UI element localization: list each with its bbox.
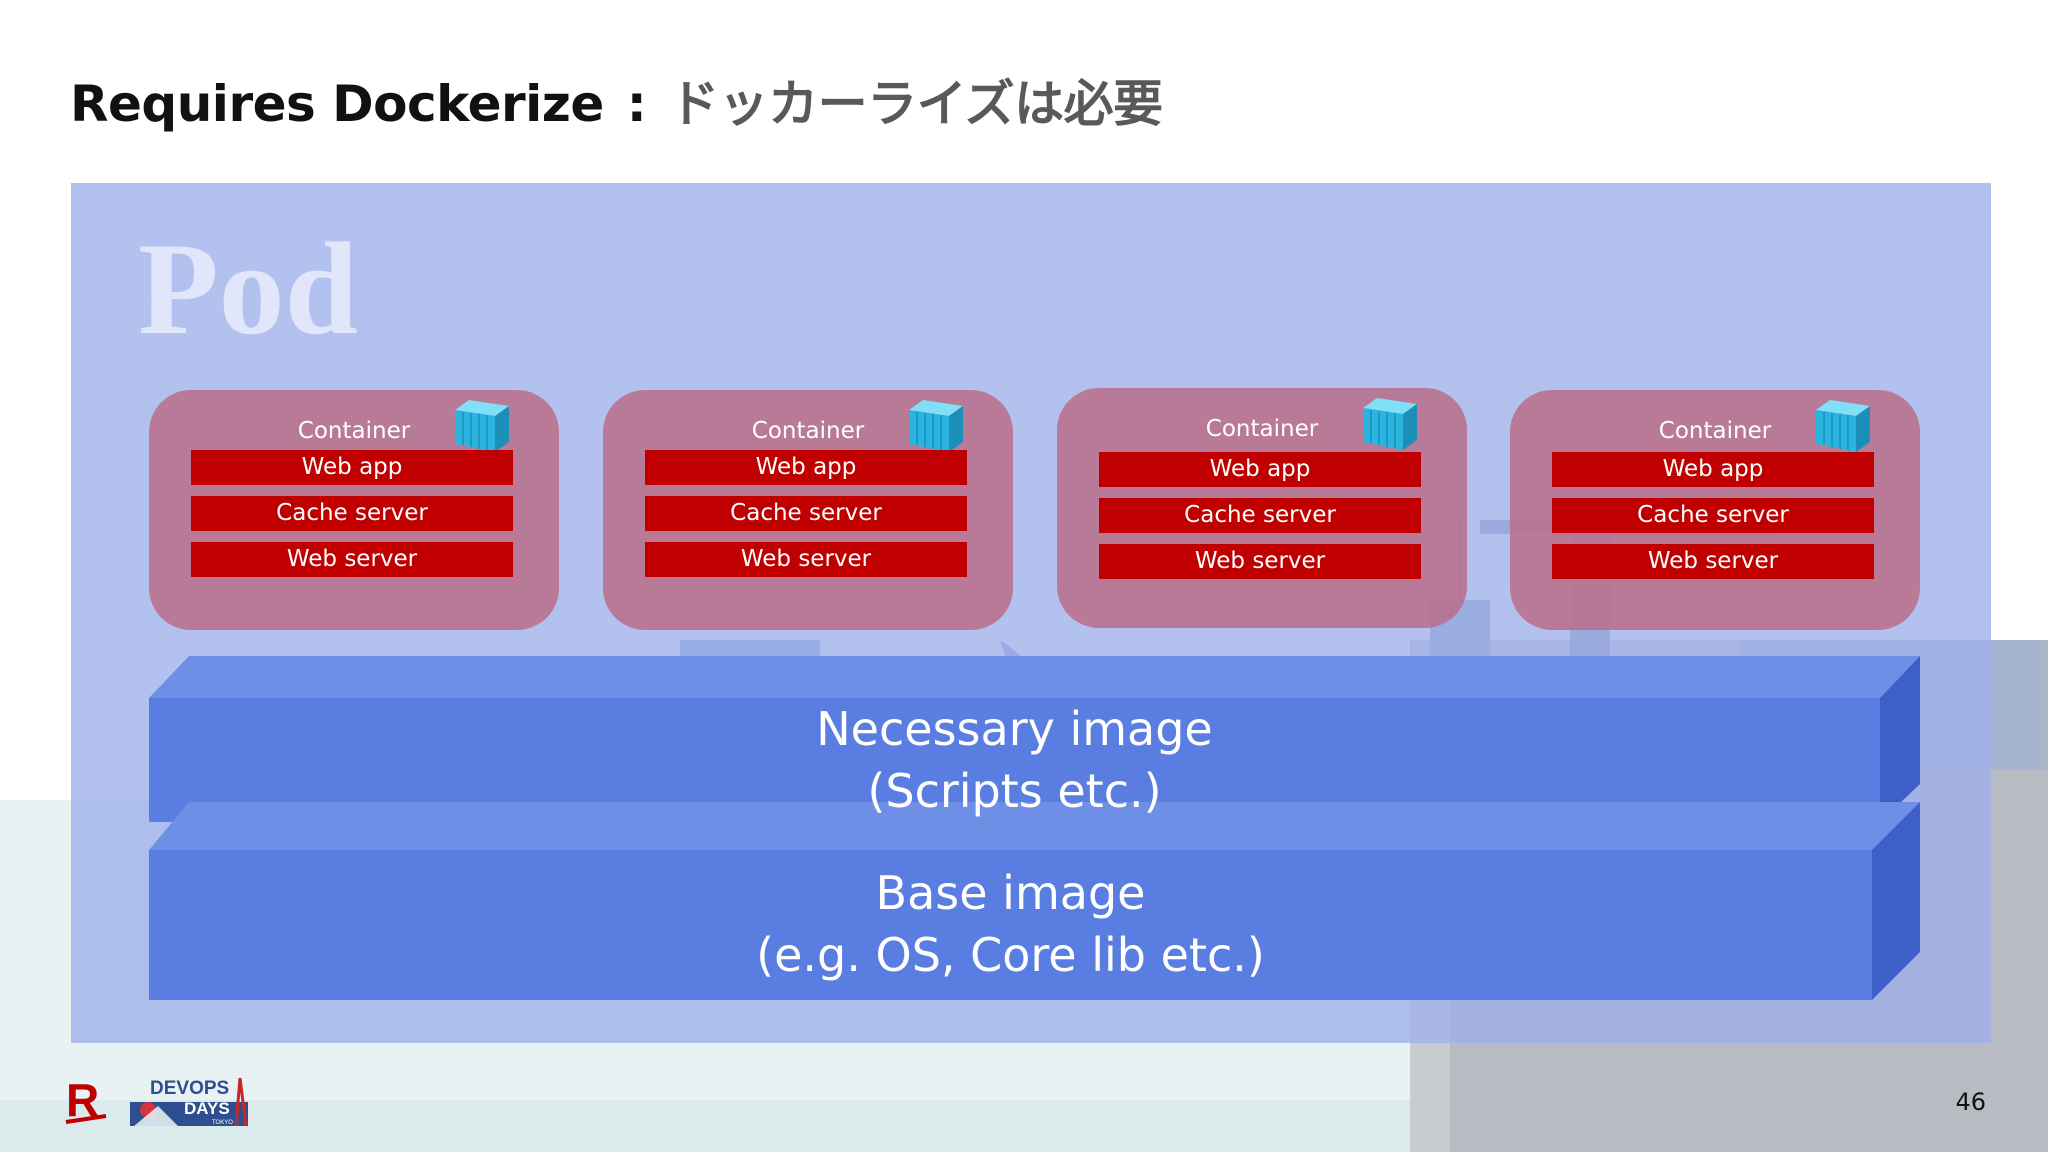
slide-title: Requires Dockerize : ドッカーライズは必要: [70, 64, 1163, 136]
layer-web-app: Web app: [1099, 452, 1421, 487]
days-text: DAYS: [184, 1099, 230, 1118]
necessary-image-top: [149, 656, 1920, 698]
container-cube-icon: [1363, 398, 1417, 450]
layer-web-app: Web app: [1552, 452, 1874, 487]
layer-cache-server: Cache server: [191, 496, 513, 531]
container-title: Container: [297, 418, 411, 444]
container-box: Container Web app Cache server Web serve…: [1057, 388, 1467, 628]
container-title: Container: [751, 418, 865, 444]
container-box: Container Web app Cache server Web serve…: [603, 390, 1013, 630]
title-japanese: ドッカーライズは必要: [669, 75, 1163, 133]
base-image-front: [149, 850, 1872, 1000]
layer-web-app: Web app: [191, 450, 513, 485]
layer-web-server: Web server: [1552, 544, 1874, 579]
devops-days-logo: DEVOPS DAYS TOKYO: [130, 1077, 248, 1127]
pod-label: Pod: [138, 215, 359, 362]
title-english: Requires Dockerize: [70, 75, 604, 133]
base-image-line1: Base image: [875, 866, 1146, 920]
layer-cache-server: Cache server: [1099, 498, 1421, 533]
container-cube-icon: [1816, 400, 1870, 452]
layer-cache-server: Cache server: [1552, 498, 1874, 533]
layer-web-server: Web server: [1099, 544, 1421, 579]
container-title: Container: [1658, 418, 1772, 444]
rakuten-logo: R: [65, 1074, 107, 1126]
base-image-line2: (e.g. OS, Core lib etc.): [756, 928, 1265, 982]
container-box: Container Web app Cache server Web serve…: [1510, 390, 1920, 630]
container-cube-icon: [455, 400, 509, 452]
layer-cache-server: Cache server: [645, 496, 967, 531]
container-cube-icon: [909, 400, 963, 452]
necessary-image-label: Necessary image (Scripts etc.): [149, 698, 1880, 822]
container-title: Container: [1205, 416, 1319, 442]
layer-web-server: Web server: [191, 542, 513, 577]
base-image-side: [1872, 802, 1920, 1000]
necessary-image-front: [149, 698, 1880, 822]
container-box: Container Web app Cache server Web serve…: [149, 390, 559, 630]
necessary-image-side: [1880, 656, 1920, 822]
title-separator: :: [626, 75, 647, 133]
base-image-top: [149, 802, 1920, 850]
necessary-image-line1: Necessary image: [816, 702, 1213, 756]
page-number: 46: [1955, 1088, 1986, 1116]
layer-web-server: Web server: [645, 542, 967, 577]
necessary-image-line2: (Scripts etc.): [867, 764, 1162, 818]
layer-web-app: Web app: [645, 450, 967, 485]
base-image-label: Base image (e.g. OS, Core lib etc.): [149, 862, 1872, 986]
devops-text: DEVOPS: [150, 1078, 229, 1099]
tokyo-text: TOKYO: [212, 1120, 233, 1126]
